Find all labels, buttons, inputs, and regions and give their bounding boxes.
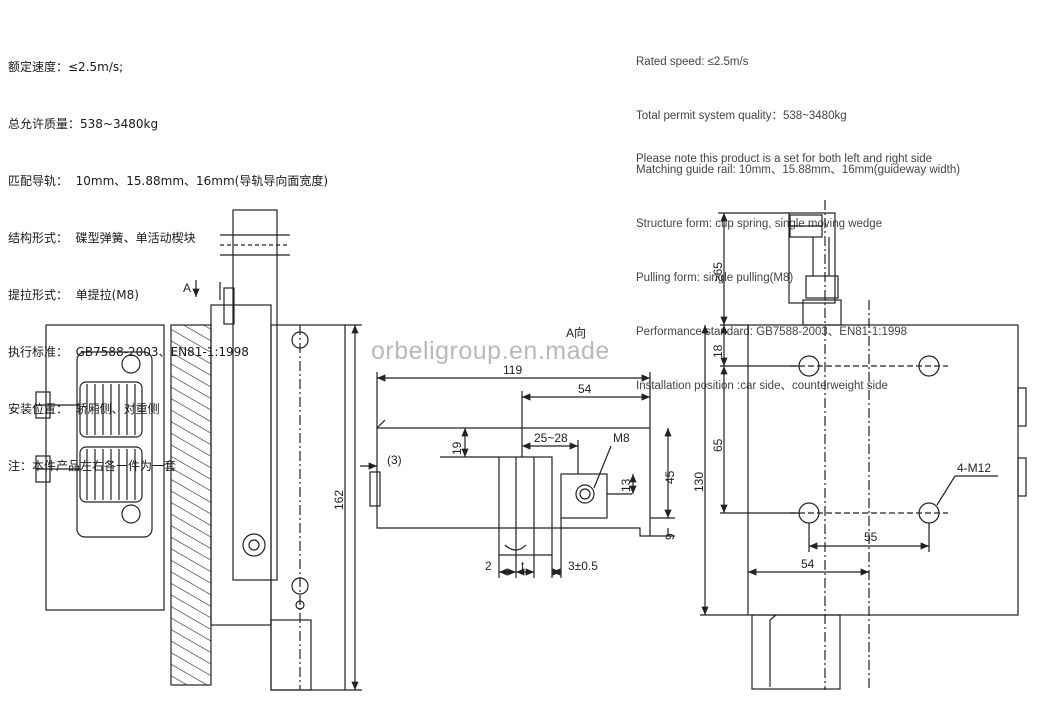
cup-spring-stack-lower bbox=[79, 446, 143, 503]
spec-cn-line: 额定速度：≤2.5m/s; bbox=[8, 60, 124, 74]
dim-119: 119 bbox=[503, 363, 522, 377]
front-bottom-block bbox=[751, 614, 841, 690]
view-a-body bbox=[376, 427, 651, 537]
dim-13: 13 bbox=[619, 478, 633, 492]
guide-rail bbox=[170, 324, 212, 686]
small-bracket bbox=[223, 287, 235, 325]
spec-cn-line: 总允许质量：538~3480kg bbox=[8, 117, 159, 131]
rod-base bbox=[802, 299, 842, 326]
dim-3-pm-05: 3±0.5 bbox=[568, 559, 598, 573]
side-body-plate bbox=[45, 324, 165, 611]
dim-25-28: 25~28 bbox=[534, 431, 568, 445]
bottom-block bbox=[270, 619, 312, 691]
dim-ge65: ≥65 bbox=[711, 262, 725, 282]
front-bolt-lower bbox=[1017, 457, 1027, 497]
dim-130: 130 bbox=[692, 472, 706, 492]
spring-hole-bottom bbox=[121, 504, 141, 524]
spring-hole-top bbox=[121, 354, 141, 374]
pulling-block bbox=[560, 473, 608, 519]
front-view bbox=[700, 200, 1027, 690]
dim-m8: M8 bbox=[613, 431, 630, 445]
view-a-marker: A bbox=[183, 281, 191, 295]
dim-4-m12: 4-M12 bbox=[957, 461, 991, 475]
pulling-rod-housing bbox=[788, 212, 836, 304]
set-note: Please note this product is a set for bo… bbox=[636, 153, 932, 165]
dim-3: (3) bbox=[387, 453, 402, 467]
wedge-screw bbox=[242, 533, 266, 557]
spring-housing bbox=[76, 351, 153, 538]
front-bolt-upper bbox=[1017, 387, 1027, 427]
spec-cn-line: 匹配导轨： 10mm、15.88mm、16mm(导轨导向面宽度) bbox=[8, 174, 329, 188]
dim-55: 55 bbox=[864, 530, 878, 544]
view-a-direction-label: A向 bbox=[566, 325, 586, 340]
english-spec-list: Rated speed: ≤2.5m/s Total permit system… bbox=[636, 17, 960, 413]
pulling-plate bbox=[232, 209, 278, 581]
spec-en-line: Rated speed: ≤2.5m/s bbox=[636, 56, 749, 68]
spec-en-line: Performance standard: GB7588-2003、EN81-1… bbox=[636, 326, 908, 338]
dim-54-bottom: 54 bbox=[801, 557, 815, 571]
m8-hole bbox=[575, 484, 595, 504]
dim-54-top: 54 bbox=[578, 382, 592, 396]
dim-19: 19 bbox=[450, 441, 464, 455]
dim-2: 2 bbox=[485, 559, 492, 573]
dim-9: 9 bbox=[663, 533, 677, 540]
spec-en-line: Total permit system quality：538~3480kg bbox=[636, 110, 847, 122]
dim-18: 18 bbox=[711, 344, 725, 358]
spec-en-line: Matching guide rail: 10mm、15.88mm、16mm(g… bbox=[636, 164, 961, 176]
spec-cn-line: 提拉形式： 单提拉(M8) bbox=[8, 288, 139, 302]
side-view bbox=[35, 209, 362, 691]
spec-en-line: Structure form: cup spring, single movin… bbox=[636, 218, 883, 230]
dim-65: 65 bbox=[711, 438, 725, 452]
dim-t: t bbox=[521, 559, 525, 573]
rail-channel bbox=[498, 456, 553, 556]
cup-spring-stack-upper bbox=[79, 381, 143, 438]
view-a-drawing bbox=[360, 372, 675, 578]
rod-nut bbox=[805, 275, 839, 299]
wedge-block bbox=[210, 304, 272, 626]
dim-162: 162 bbox=[332, 490, 346, 510]
spec-cn-line: 结构形式： 碟型弹簧、单活动楔块 bbox=[8, 231, 196, 245]
watermark: orbeligroup.en.made bbox=[371, 337, 610, 365]
dim-45: 45 bbox=[663, 470, 677, 484]
